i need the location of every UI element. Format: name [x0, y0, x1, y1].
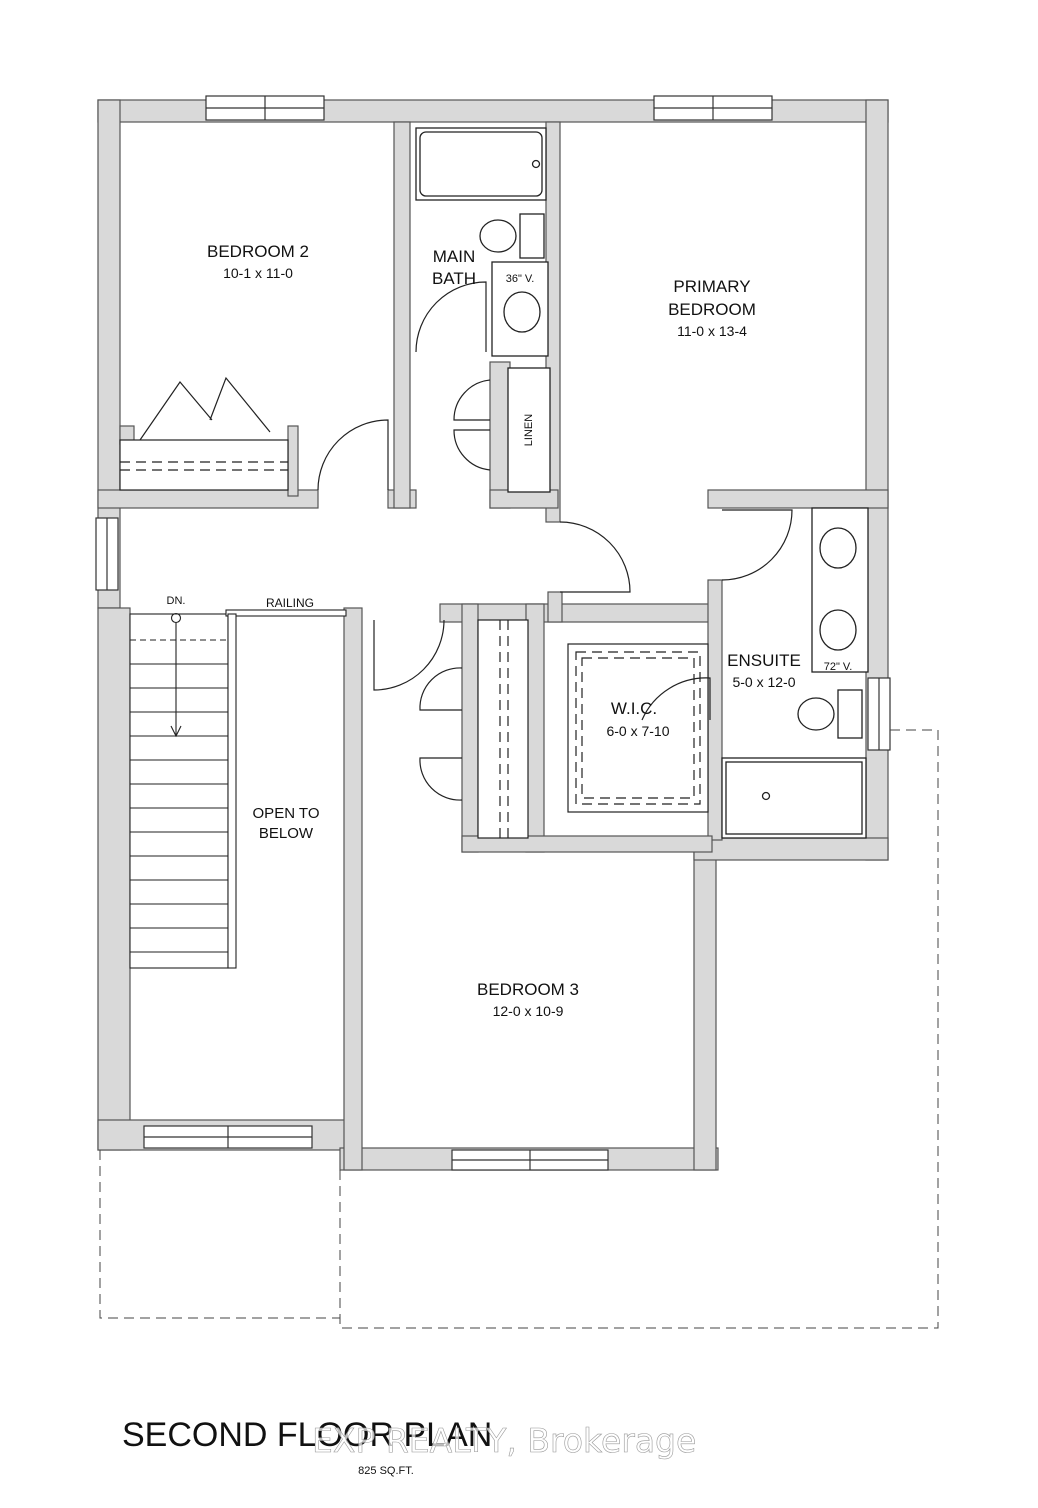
- room-labels: BEDROOM 2 10-1 x 11-0 MAIN BATH 36" V. P…: [167, 242, 853, 1019]
- door-swings: [139, 281, 793, 801]
- interior-walls: [97, 121, 889, 853]
- ensuite-name: ENSUITE: [727, 651, 801, 670]
- fixtures: [415, 127, 869, 839]
- windows: [95, 95, 891, 1171]
- bedroom2-name: BEDROOM 2: [207, 242, 309, 261]
- watermark: EXP REALTY, Brokerage: [312, 1421, 696, 1460]
- main-bath-line1: MAIN: [433, 247, 476, 266]
- stairs: [129, 609, 347, 969]
- railing-label: RAILING: [266, 596, 314, 610]
- open-line2: BELOW: [259, 825, 314, 842]
- ensuite-size: 5-0 x 12-0: [732, 674, 795, 690]
- open-line1: OPEN TO: [253, 805, 320, 822]
- plan-area: 825 SQ.FT.: [358, 1465, 414, 1477]
- outline-below: [99, 729, 939, 1329]
- main-bath-line2: BATH: [432, 269, 476, 288]
- wic-size: 6-0 x 7-10: [606, 723, 669, 739]
- linen-shelf: [507, 367, 551, 493]
- bedroom3-name: BEDROOM 3: [477, 980, 579, 999]
- vanity-ensuite-label: 72" V.: [824, 661, 853, 673]
- closets: [119, 439, 709, 839]
- stairs-direction: DN.: [167, 595, 186, 607]
- bedroom2-size: 10-1 x 11-0: [223, 265, 293, 281]
- toilet-main: [479, 219, 517, 253]
- primary-size: 11-0 x 13-4: [677, 323, 747, 339]
- plan-title: SECOND FLOOR PLAN: [122, 1416, 492, 1454]
- railing: [225, 609, 347, 617]
- toilet-ensuite: [797, 697, 835, 731]
- linen-label: LINEN: [523, 414, 535, 446]
- vanity-main-label: 36" V.: [506, 273, 535, 285]
- primary-line1: PRIMARY: [673, 277, 750, 296]
- primary-line2: BEDROOM: [668, 300, 756, 319]
- bedroom3-size: 12-0 x 10-9: [493, 1003, 564, 1019]
- wic-name: W.I.C.: [611, 699, 657, 718]
